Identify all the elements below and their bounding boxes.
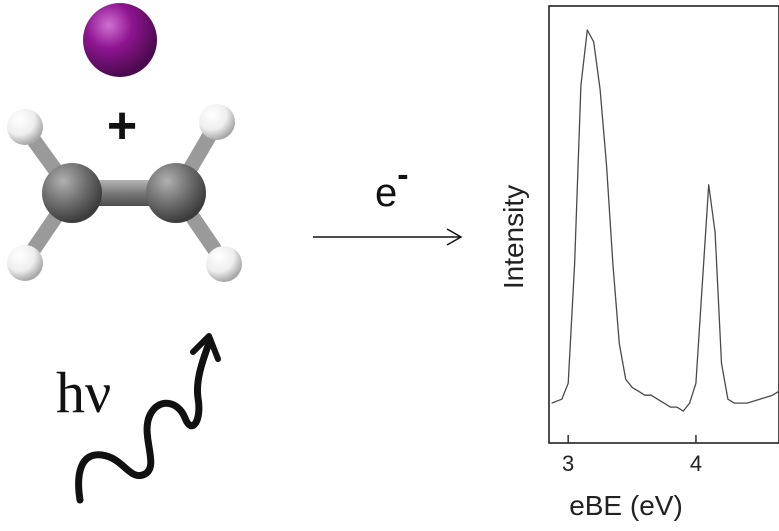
electron-charge: - [397,156,408,194]
x-tick-label: 3 [562,451,574,476]
plot-frame [548,5,779,444]
x-axis-label: eBE (eV) [569,490,683,521]
y-axis-label: Intensity [498,185,529,289]
photon-arrowhead-icon [190,333,221,362]
carbon-atom [146,163,206,223]
reaction-arrow-icon [313,228,463,246]
hydrogen-atom [7,109,43,145]
pes-spectrum-chart: 3 4 eBE (eV) Intensity [498,5,779,521]
carbon-atom [42,163,102,223]
hydrogen-atom [206,246,242,282]
x-tick-label: 4 [690,451,702,476]
hydrogen-atom [7,245,43,281]
ethylene-molecule-icon [7,104,242,282]
electron-symbol: e [375,171,397,215]
spectrum-series-line [551,29,779,412]
iodine-atom-icon [83,3,157,77]
photon-label: hν [56,360,111,425]
photon-wave-icon [75,336,214,504]
plus-sign: + [107,97,137,155]
electron-label: e- [375,156,409,215]
hydrogen-atom [199,104,235,140]
